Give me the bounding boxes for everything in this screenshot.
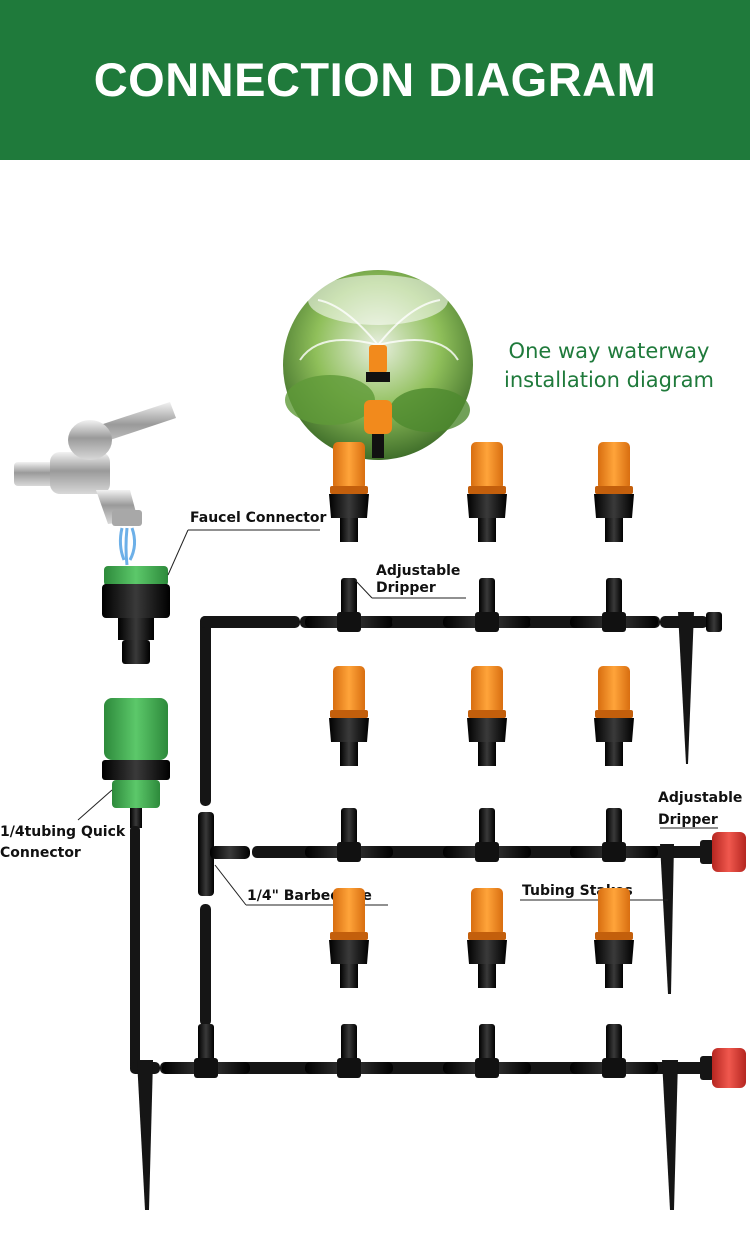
header-banner: CONNECTION DIAGRAM	[0, 0, 750, 160]
dripper-icon	[594, 666, 634, 766]
caption-line-1: One way waterway	[509, 339, 710, 363]
quick-connector-label-line-1: 1/4tubing Quick	[0, 824, 126, 840]
feed-tubing	[130, 616, 300, 1074]
faucet-connector-icon	[102, 566, 170, 664]
dripper-icon	[329, 666, 369, 766]
quick-connector-icon	[102, 698, 170, 828]
row-3	[137, 888, 746, 1210]
dripper-icon	[594, 442, 634, 542]
adjustable-dripper-label-line-1: Adjustable	[376, 563, 460, 579]
dripper-icon	[467, 888, 507, 988]
barbed-tee-icon	[198, 812, 250, 896]
adjustable-dripper-2-label-line-2: Dripper	[658, 812, 718, 828]
dripper-icon	[467, 442, 507, 542]
faucet-icon	[14, 402, 176, 566]
dripper-icon	[467, 666, 507, 766]
caption-line-2: installation diagram	[504, 368, 714, 392]
quick-connector-label-line-2: Connector	[0, 845, 81, 861]
dripper-icon	[329, 442, 369, 542]
row-2	[252, 666, 746, 994]
faucet-connector-label: Faucel Connector	[190, 510, 327, 526]
dripper-icon	[329, 888, 369, 988]
connection-diagram: One way waterway installation diagram Fa…	[0, 270, 746, 1210]
sprinkler-photo	[283, 270, 473, 460]
row-1	[300, 442, 722, 764]
page-title: CONNECTION DIAGRAM	[93, 53, 657, 106]
dripper-icon	[594, 888, 634, 988]
adjustable-dripper-2-label-line-1: Adjustable	[658, 790, 742, 806]
adjustable-dripper-label-line-2: Dripper	[376, 580, 436, 596]
